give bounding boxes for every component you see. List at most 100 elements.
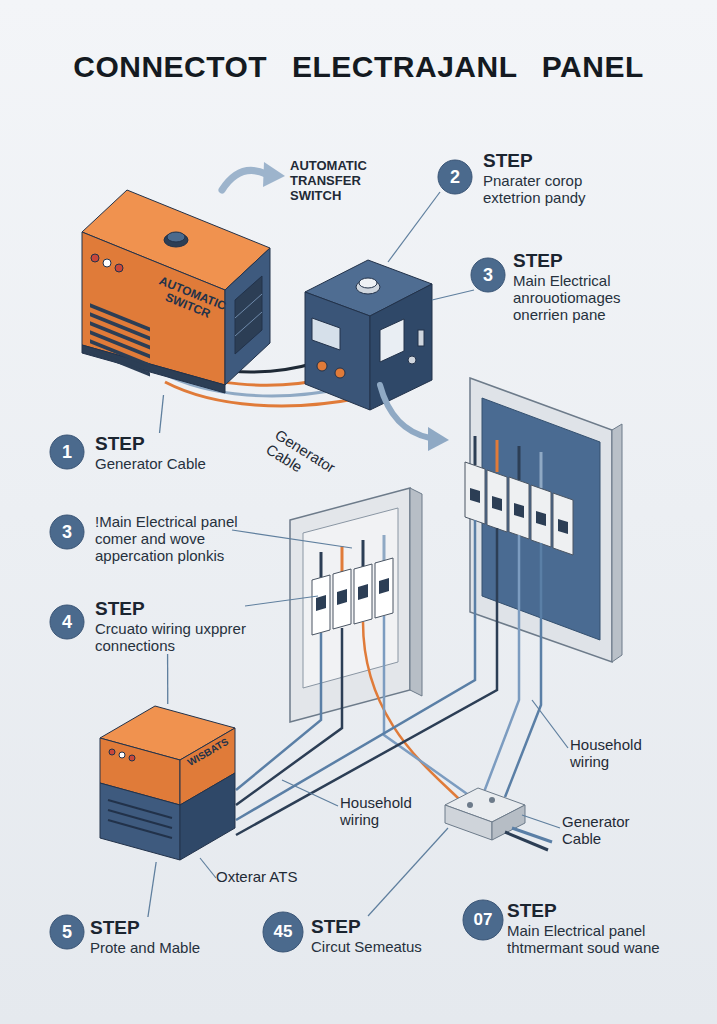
- step-number: 45: [263, 912, 303, 952]
- step-number: 5: [50, 915, 84, 949]
- breaker: [312, 575, 330, 635]
- generator-side: [225, 248, 270, 385]
- breaker: [375, 558, 393, 618]
- household-wire: [384, 616, 470, 796]
- callout-label: Oxterar ATS: [216, 868, 336, 885]
- leader-line: [167, 654, 168, 704]
- equipment-unit: WISBATS: [98, 704, 238, 862]
- device-drawing: [100, 706, 235, 860]
- step-heading: STEP: [483, 150, 633, 172]
- panel-frame: [290, 488, 410, 722]
- callout-label: AUTOMATIC TRANSFER SWITCH: [290, 158, 390, 203]
- ats-display: [312, 318, 340, 350]
- panel-side: [612, 424, 622, 662]
- device-drawing: [82, 190, 270, 393]
- household-wire: [236, 528, 497, 835]
- breaker-toggle: [514, 503, 524, 518]
- ats-front: [305, 292, 370, 410]
- step-text-column: !Main Electrical panel comer and wove ap…: [95, 513, 280, 564]
- leader-line: [245, 596, 318, 606]
- indicator: [109, 749, 115, 755]
- vent: [108, 800, 172, 838]
- step-callout: 5STEPProte and Mable: [50, 917, 240, 956]
- breaker-toggle: [470, 488, 480, 503]
- leader-line: [432, 290, 474, 300]
- step-callout: 2 STEPPnarater corop extetrion pandy: [438, 150, 633, 206]
- breaker: [553, 493, 573, 555]
- diagram-title: CONNECTOT ELECTRAJANL PANEL: [0, 50, 717, 84]
- step-text-column: STEPGenerator Cable: [95, 433, 265, 472]
- breaker: [531, 485, 551, 547]
- panel-wire: [474, 436, 477, 465]
- panel-wire: [341, 546, 344, 572]
- step-circle: [438, 160, 472, 194]
- breaker-toggle: [379, 578, 389, 594]
- callout-label: Household wiring: [570, 736, 662, 770]
- connector-wire: [505, 832, 548, 850]
- step-description: Pnarater corop extetrion pandy: [483, 172, 633, 206]
- breaker: [465, 462, 485, 524]
- step-number: 4: [50, 605, 84, 639]
- indicator: [119, 752, 125, 758]
- panel-wire: [540, 452, 543, 488]
- panel-wire: [518, 446, 521, 480]
- step-callout: 07STEPMain Electrical panel thtmermant s…: [463, 900, 677, 956]
- flow-arrow: [380, 385, 430, 438]
- indicator: [91, 254, 99, 262]
- ats-screen: [380, 319, 404, 362]
- step-number: 3: [50, 515, 84, 549]
- breaker-toggle: [358, 584, 368, 600]
- generator-base: [82, 345, 225, 393]
- leader-line: [200, 858, 216, 878]
- panel-wire: [496, 440, 499, 472]
- leader-line: [388, 192, 440, 262]
- connector-block: [445, 805, 492, 840]
- step-number: 2: [438, 160, 472, 194]
- step-callout: 4STEPCrcuato wiring uxpprer connections: [50, 598, 285, 654]
- breaker-toggle: [337, 589, 347, 605]
- step-circle: [263, 912, 303, 952]
- step-description: Crcuato wiring uxpprer connections: [95, 620, 285, 654]
- step-circle: [471, 258, 505, 292]
- leader-line: [532, 700, 568, 748]
- step-text-column: STEPCircut Semeatus: [311, 916, 461, 955]
- generator-grille: [235, 276, 262, 354]
- step-circle: [50, 605, 84, 639]
- panel-wire: [383, 535, 386, 561]
- breaker-toggle: [316, 595, 326, 611]
- ats-control: [408, 356, 416, 364]
- step-heading: STEP: [507, 900, 677, 922]
- step-text-column: STEPProte and Mable: [90, 917, 240, 956]
- panel-wire: [320, 552, 323, 578]
- household-wire: [236, 628, 342, 805]
- step-description: !Main Electrical panel comer and wove ap…: [95, 513, 280, 564]
- step-text-column: STEPPnarater corop extetrion pandy: [483, 150, 633, 206]
- household-wire: [505, 543, 541, 797]
- leader-line: [522, 815, 560, 828]
- step-text-column: STEPMain Electrical anrouotiomages onerr…: [513, 250, 653, 323]
- equipment-unit: AUTOMATIC SWITCR: [75, 175, 275, 395]
- generator-grille: [235, 294, 262, 336]
- step-heading: STEP: [90, 917, 240, 939]
- leader-line: [160, 395, 164, 433]
- leader-line: [148, 862, 156, 917]
- indicator: [129, 755, 135, 761]
- household-wire: [236, 520, 475, 820]
- household-wire: [484, 535, 519, 792]
- step-callout: 1 STEPGenerator Cable: [50, 433, 265, 472]
- breaker: [487, 470, 507, 532]
- leader-line: [232, 530, 352, 548]
- step-number: 1: [50, 435, 84, 469]
- breaker-toggle: [492, 496, 502, 511]
- household-wire: [236, 633, 321, 790]
- leader-line: [368, 828, 448, 916]
- step-description: Circut Semeatus: [311, 938, 461, 955]
- callout-label: Household wiring: [340, 794, 432, 828]
- step-circle: [50, 515, 84, 549]
- generator-button: [167, 232, 185, 242]
- panel-wire: [362, 540, 365, 567]
- step-description: Main Electrical panel thtmermant soud wa…: [507, 922, 677, 956]
